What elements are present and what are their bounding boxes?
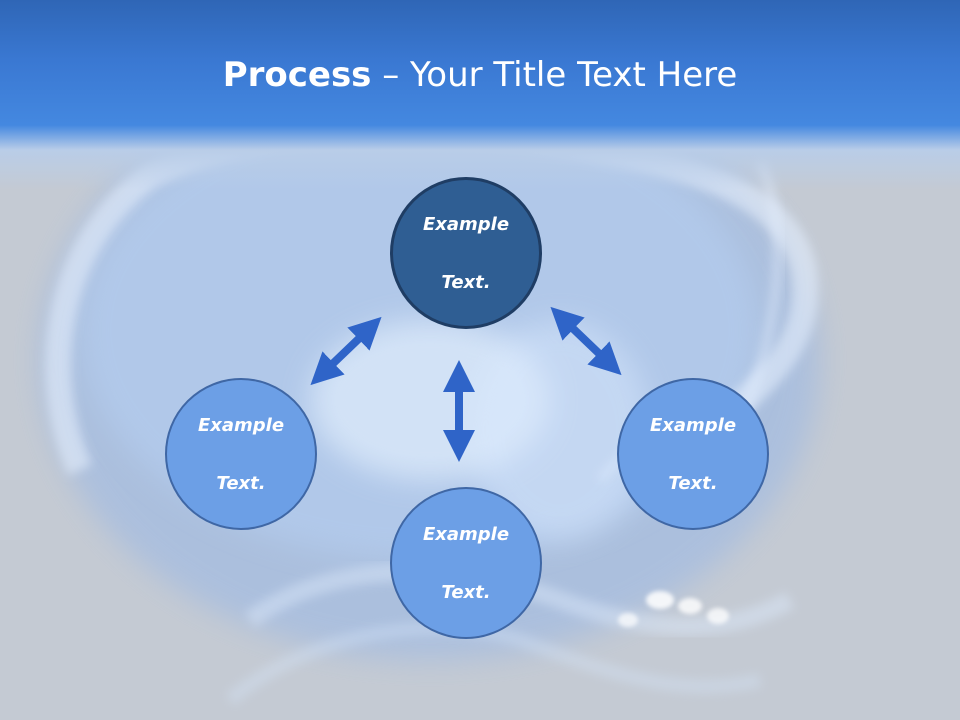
node-left-line1: Example bbox=[197, 414, 285, 436]
node-bottom-line2: Text. bbox=[441, 581, 491, 603]
node-left-line2: Text. bbox=[216, 472, 266, 494]
node-right: Example Text. bbox=[617, 378, 769, 530]
node-bottom-line1: Example bbox=[422, 523, 510, 545]
title-rest: – Your Title Text Here bbox=[371, 55, 738, 95]
arrow-top-left bbox=[310, 316, 382, 386]
title-band bbox=[0, 0, 960, 190]
node-left: Example Text. bbox=[165, 378, 317, 530]
title-bold: Process bbox=[222, 55, 372, 95]
node-right-line2: Text. bbox=[668, 472, 718, 494]
node-bottom: Example Text. bbox=[390, 487, 542, 639]
slide-title: Process – Your Title Text Here bbox=[0, 52, 960, 98]
node-top-line1: Example bbox=[422, 213, 510, 235]
node-right-line1: Example bbox=[649, 414, 737, 436]
arrow-top-right bbox=[550, 306, 622, 376]
node-top: Example Text. bbox=[390, 177, 542, 329]
node-top-line2: Text. bbox=[441, 271, 491, 293]
